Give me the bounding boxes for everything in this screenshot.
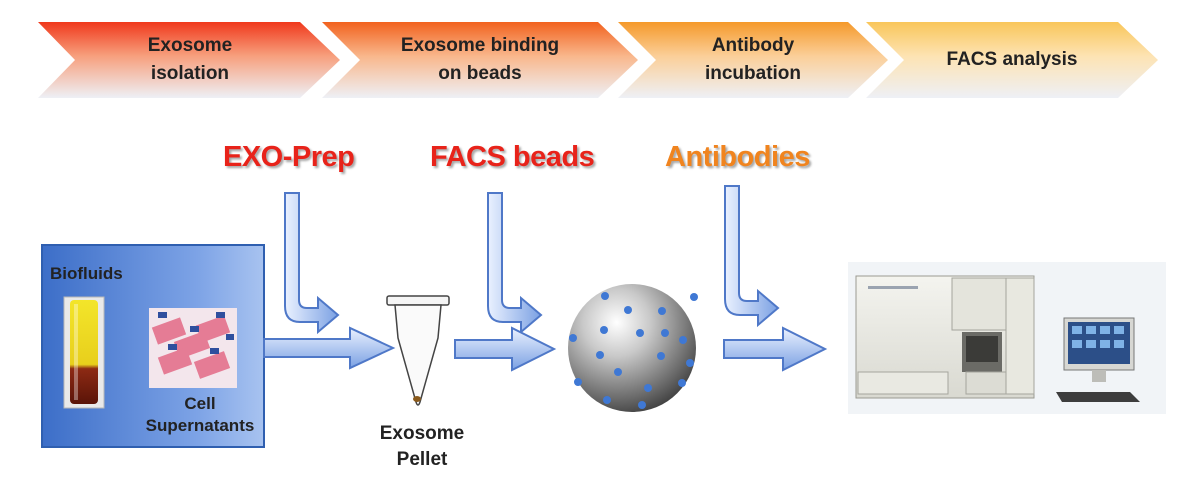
cell-supernatants-label: Cell Supernatants (145, 394, 255, 435)
reagent-facs-beads: FACS beads (430, 141, 595, 173)
reagent-exo-prep: EXO-Prep (223, 141, 355, 173)
bead-dot (569, 334, 577, 342)
facs-bead (568, 284, 696, 412)
bead-dot (638, 401, 646, 409)
facs-instrument-image (848, 262, 1166, 414)
bead-exosome-dots (569, 292, 698, 409)
cell-flasks-image (149, 308, 237, 388)
reagent-arrow-2 (487, 192, 543, 335)
step-chevron-1 (38, 22, 340, 98)
step-chevron-4 (866, 22, 1158, 98)
exosome-pellet-label: Exosome Pellet (379, 423, 465, 470)
flow-arrow-3 (723, 326, 828, 372)
reagent-arrow-1 (284, 192, 340, 335)
bead-dot (658, 307, 666, 315)
bead-dot (601, 292, 609, 300)
biofluids-label: Biofluids (50, 264, 123, 283)
bead-dot (661, 329, 669, 337)
blood-tube-image (63, 296, 105, 409)
bead-dot (596, 351, 604, 359)
bead-dot (657, 352, 665, 360)
step-chevron-2 (322, 22, 638, 98)
bead-dot (644, 384, 652, 392)
bead-dot (574, 378, 582, 386)
step-label-1: Exosome isolation (147, 35, 233, 84)
bead-dot (603, 396, 611, 404)
reagent-arrow-3 (724, 185, 780, 328)
bead-dot (679, 336, 687, 344)
step-label-4: FACS analysis (946, 49, 1078, 70)
reagent-antibodies: Antibodies (665, 141, 810, 173)
bead-dot (636, 329, 644, 337)
bead-dot (686, 359, 694, 367)
step-label-2: Exosome binding on beads (400, 35, 560, 84)
flow-arrow-2 (454, 326, 557, 372)
step-label-3: Antibody incubation (704, 35, 802, 84)
bead-dot (690, 293, 698, 301)
bead-dot (614, 368, 622, 376)
bead-dot (624, 306, 632, 314)
flow-arrow-1 (263, 326, 396, 370)
step-chevron-3 (618, 22, 888, 98)
bead-dot (678, 379, 686, 387)
bead-dot (600, 326, 608, 334)
exosome-pellet-tube (386, 295, 450, 406)
